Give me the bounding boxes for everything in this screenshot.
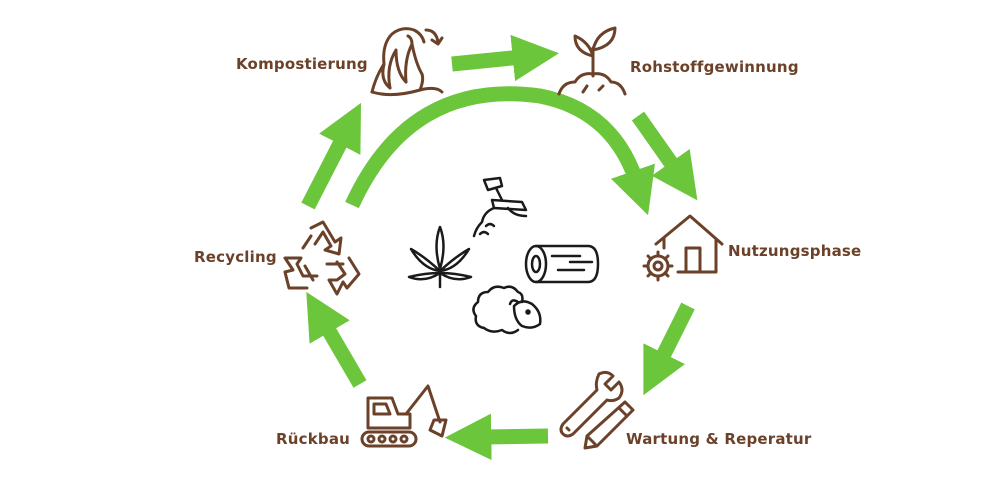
clay-trowel-icon [470, 176, 535, 246]
arrow-nutzung-to-wartung [643, 302, 695, 396]
arrow-recycling-to-kompost [301, 102, 362, 210]
log-icon [522, 240, 602, 290]
arrow-wartung-to-rueckbau [444, 413, 549, 461]
stage-label-kompostierung: Kompostierung [236, 55, 368, 73]
stage-label-nutzungsphase: Nutzungsphase [728, 242, 862, 260]
stage-label-recycling: Recycling [194, 248, 277, 266]
stage-label-wartung: Wartung & Reperatur [626, 430, 812, 448]
stage-label-rohstoffgewinnung: Rohstoffgewinnung [630, 58, 799, 76]
hemp-leaf-icon [405, 225, 475, 295]
arrow-rueckbau-to-recycling [306, 291, 367, 388]
banana-peel-icon [362, 20, 452, 100]
arrow-inner-arc [345, 86, 655, 216]
house-gear-icon [640, 210, 725, 290]
sprout-icon [553, 20, 633, 100]
stage-label-rueckbau: Rückbau [276, 430, 351, 448]
wrench-pencil-icon [555, 368, 640, 453]
excavator-icon [358, 378, 453, 453]
sheep-icon [470, 280, 545, 340]
recycle-icon [283, 218, 363, 296]
arrow-rohstoff-to-nutzung [631, 111, 698, 201]
arrow-kompost-to-rohstoff [451, 34, 560, 82]
